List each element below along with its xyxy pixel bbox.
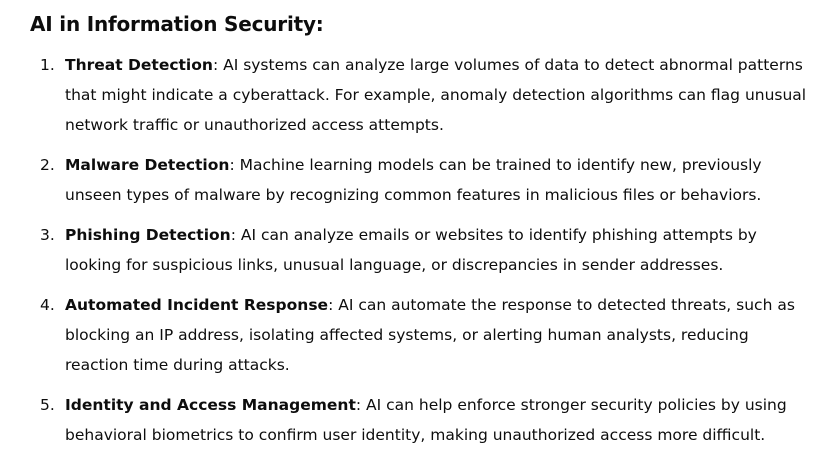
list-item-phishing-detection: 3. Phishing Detection: AI can analyze em…: [30, 220, 811, 280]
list-item-incident-response: 4. Automated Incident Response: AI can a…: [30, 290, 811, 380]
item-term: Malware Detection: [65, 156, 230, 174]
list-item-threat-detection: 1. Threat Detection: AI systems can anal…: [30, 50, 811, 140]
item-description: : Machine learning models can be trained…: [65, 156, 762, 204]
item-term: Phishing Detection: [65, 226, 231, 244]
item-description: : AI can automate the response to detect…: [65, 296, 795, 374]
item-description: : AI can analyze emails or websites to i…: [65, 226, 757, 274]
item-term: Identity and Access Management: [65, 396, 356, 414]
item-description: : AI systems can analyze large volumes o…: [65, 56, 807, 134]
list-number: 3.: [40, 226, 55, 244]
item-description: : AI can help enforce stronger security …: [65, 396, 787, 444]
list-number: 4.: [40, 296, 55, 314]
list-number: 2.: [40, 156, 55, 174]
list-number: 1.: [40, 56, 55, 74]
item-term: Automated Incident Response: [65, 296, 329, 314]
security-list: 1. Threat Detection: AI systems can anal…: [30, 50, 811, 450]
list-item-identity-access: 5. Identity and Access Management: AI ca…: [30, 390, 811, 450]
item-term: Threat Detection: [65, 56, 213, 74]
section-heading: AI in Information Security:: [30, 12, 324, 36]
list-item-malware-detection: 2. Malware Detection: Machine learning m…: [30, 150, 811, 210]
list-number: 5.: [40, 396, 55, 414]
